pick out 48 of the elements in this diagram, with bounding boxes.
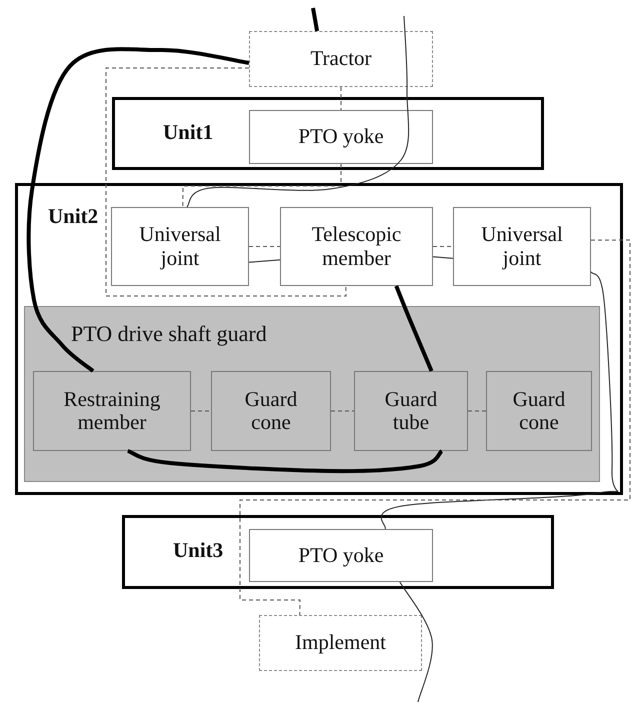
component-box	[33, 371, 191, 451]
node-label: Guard cone	[244, 388, 298, 434]
component-box	[211, 371, 331, 451]
component-box	[249, 529, 433, 582]
connector-line	[340, 86, 342, 110]
component-box	[249, 31, 433, 87]
node-label: Guard cone	[512, 388, 566, 434]
boundary-curve	[311, 8, 320, 32]
component-box	[259, 615, 422, 671]
connector-line	[432, 256, 454, 259]
unit-label: Unit1	[163, 120, 214, 145]
component-box	[354, 371, 468, 451]
boundary-curve	[26, 47, 250, 373]
node-label: PTO yoke	[298, 125, 384, 149]
connector-line	[190, 410, 212, 412]
connector-line	[330, 410, 354, 412]
connector-curve	[399, 582, 433, 702]
component-box	[453, 207, 591, 286]
group-label: PTO drive shaft guard	[71, 321, 267, 347]
boundary-curve	[127, 449, 444, 474]
component-box	[486, 371, 592, 451]
component-box	[249, 110, 433, 164]
connector-line	[106, 67, 347, 296]
node-label: Restraining member	[62, 388, 162, 434]
connector-line	[182, 164, 342, 208]
node-label: PTO yoke	[298, 544, 384, 568]
unit-label: Unit2	[48, 204, 98, 229]
unit-frame	[122, 515, 554, 589]
connector-line	[432, 246, 454, 247]
connector-line	[240, 240, 630, 616]
node-label: Universal joint	[480, 223, 564, 270]
node-label: Implement	[295, 631, 386, 655]
boundary-curve	[394, 285, 434, 372]
connector-line	[248, 259, 280, 263]
connector-line	[248, 246, 280, 247]
unit-label: Unit3	[173, 538, 224, 563]
node-label: Tractor	[310, 47, 372, 71]
connector-curve	[380, 271, 618, 530]
node-label: Telescopic member	[310, 223, 402, 270]
guard-panel	[24, 306, 600, 482]
component-box	[111, 207, 249, 286]
component-box	[280, 207, 433, 286]
unit-frame	[112, 97, 544, 170]
unit-frame	[15, 183, 623, 495]
connector-curve	[186, 16, 410, 208]
connector-line	[468, 410, 486, 412]
node-label: Guard tube	[384, 388, 438, 434]
node-label: Universal joint	[138, 223, 222, 270]
